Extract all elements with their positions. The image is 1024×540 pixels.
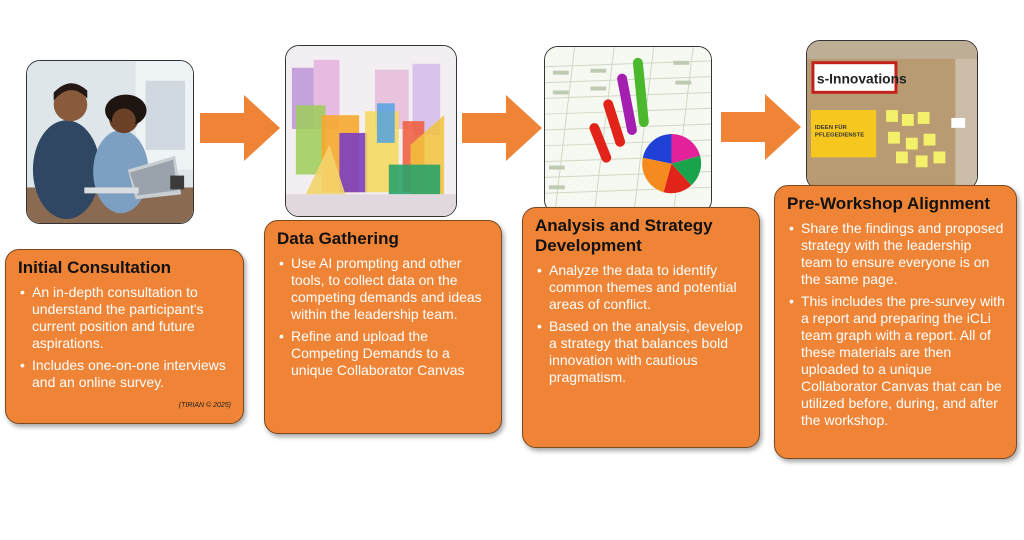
- list-item: Share the findings and proposed strategy…: [789, 220, 1006, 288]
- board-sign-text: s-Innovations: [817, 70, 907, 86]
- step-card-initial-consultation: Initial Consultation An in-depth consult…: [5, 249, 244, 424]
- list-item: Use AI prompting and other tools, to col…: [279, 255, 491, 323]
- step-card-pre-workshop-alignment: Pre-Workshop Alignment Share the finding…: [774, 185, 1017, 459]
- list-item: Analyze the data to identify common them…: [537, 262, 749, 313]
- list-item: Includes one-on-one interviews and an on…: [20, 357, 233, 391]
- svg-text:PFLEGEDIENSTE: PFLEGEDIENSTE: [815, 133, 864, 139]
- list-item: This includes the pre-survey with a repo…: [789, 293, 1006, 429]
- list-item: An in-depth consultation to understand t…: [20, 284, 233, 352]
- arrow-right-icon: [200, 95, 280, 161]
- step-bullets: Use AI prompting and other tools, to col…: [277, 255, 491, 379]
- innovation-board-photo: s-Innovations IDEEN FÜR PFLEGEDIENSTE: [806, 40, 978, 190]
- analysis-chart-photo: [544, 46, 712, 214]
- step-bullets: Analyze the data to identify common them…: [535, 262, 749, 386]
- step-title: Pre-Workshop Alignment: [787, 194, 991, 213]
- arrow-right-icon: [721, 94, 801, 160]
- step-card-data-gathering: Data Gathering Use AI prompting and othe…: [264, 220, 502, 434]
- svg-text:IDEEN FÜR: IDEEN FÜR: [815, 124, 848, 131]
- step-title: Analysis and Strategy Development: [535, 216, 713, 255]
- arrow-right-icon: [462, 95, 542, 161]
- list-item: Refine and upload the Competing Demands …: [279, 328, 491, 379]
- step-bullets: An in-depth consultation to understand t…: [18, 284, 233, 391]
- step-title: Data Gathering: [277, 229, 399, 248]
- step-title: Initial Consultation: [18, 258, 171, 277]
- consultation-photo: [26, 60, 194, 224]
- step-bullets: Share the findings and proposed strategy…: [787, 220, 1006, 429]
- copyright-note: (TIRIAN © 2025): [178, 402, 231, 409]
- blocks-photo: [285, 45, 457, 217]
- step-card-analysis-strategy: Analysis and Strategy Development Analyz…: [522, 207, 760, 448]
- list-item: Based on the analysis, develop a strateg…: [537, 318, 749, 386]
